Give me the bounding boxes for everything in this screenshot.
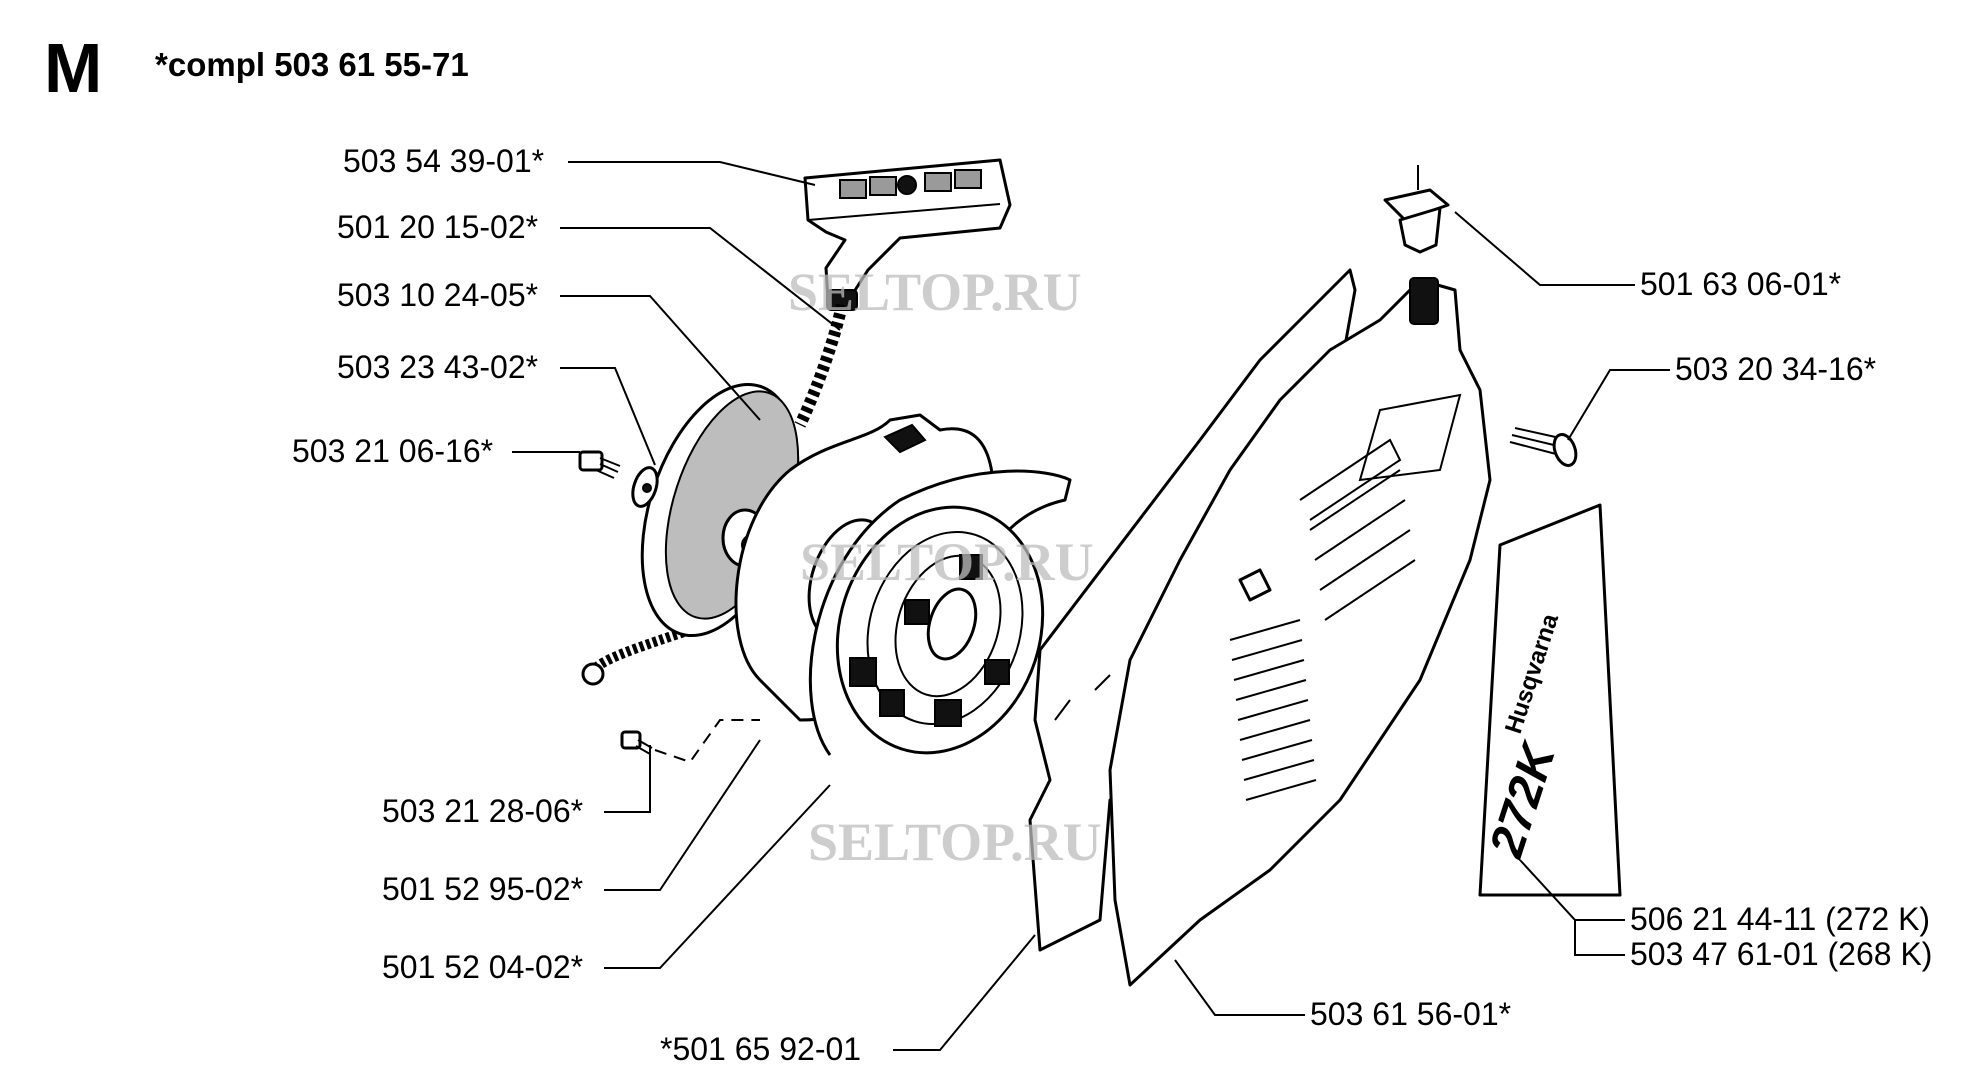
starter-rope-drawing [581,303,848,686]
watermark: SELTOP.RU [788,262,1082,322]
part-number-label: 503 61 56-01* [1310,996,1511,1032]
part-number-label: 501 52 04-02* [382,949,583,985]
starter-handle-drawing [803,158,1012,311]
part-number-label: 503 21 28-06* [382,793,583,829]
part-number-label: 503 23 43-02* [337,349,538,385]
part-number-label: 503 20 34-16* [1675,351,1876,387]
kit-number: *compl 503 61 55-71 [155,46,469,83]
part-labels: 503 54 39-01* 501 20 15-02* 503 10 24-05… [292,143,1932,1067]
spring-drawing [808,469,1072,756]
section-letter: M [44,29,102,107]
watermark: SELTOP.RU [808,812,1102,872]
part-number-label: 503 21 06-16* [292,433,493,469]
grommet-drawing [1383,165,1450,254]
part-number-label: 503 10 24-05* [337,277,538,313]
leader-lines [512,161,1670,1051]
washer-drawing [631,466,659,508]
watermark: SELTOP.RU [800,532,1094,592]
part-number-label: 503 47 61-01 (268 K) [1630,936,1932,972]
center-screw-drawing [578,450,621,479]
pawl-screw-drawing [620,719,760,764]
part-number-label: 501 63 06-01* [1640,266,1841,302]
part-number-label: 501 20 15-02* [337,209,538,245]
part-number-label: 501 52 95-02* [382,871,583,907]
part-number-label: *501 65 92-01 [660,1031,861,1067]
cover-screw-drawing [1509,427,1578,467]
starter-cover-drawing [1108,277,1492,987]
decal-drawing: Husqvarna 272K [1478,503,1622,897]
part-number-label: 503 54 39-01* [343,143,544,179]
part-number-label: 506 21 44-11 (272 K) [1630,901,1930,937]
